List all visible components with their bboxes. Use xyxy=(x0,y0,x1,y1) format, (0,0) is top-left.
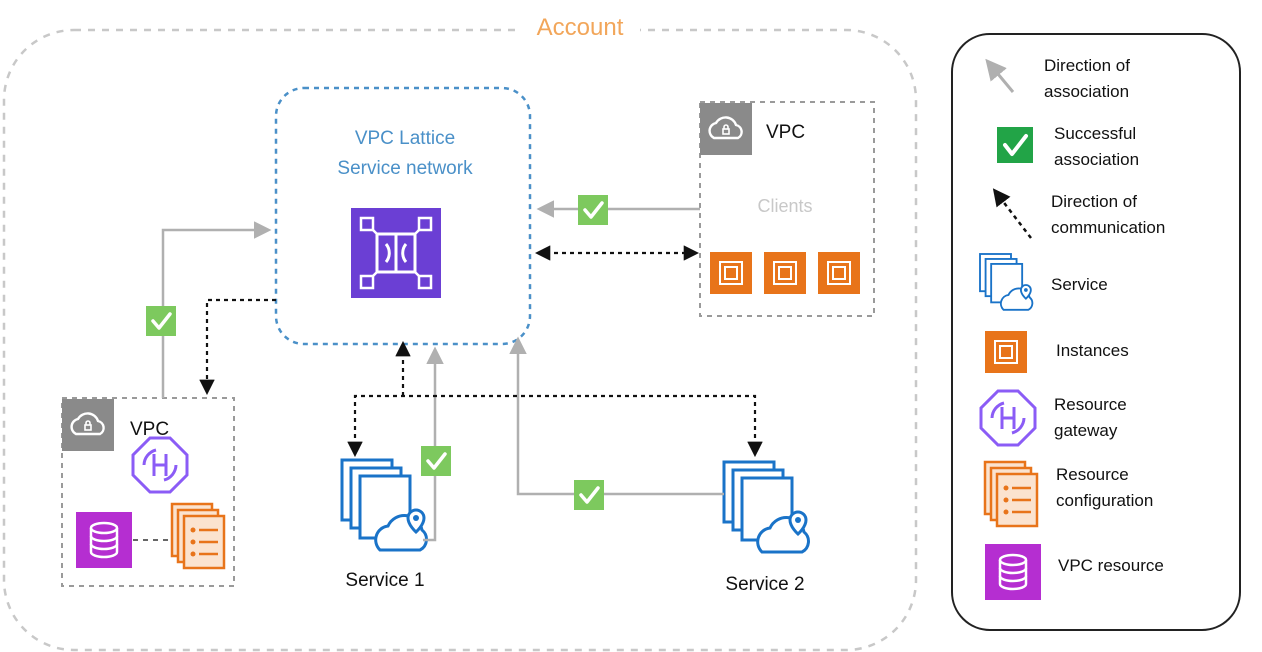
association-arrow-service-1 xyxy=(423,346,444,542)
legend-item-service: Service xyxy=(1051,275,1108,294)
service-network-title-line1: VPC Lattice xyxy=(354,128,456,149)
service-1-label: Service 1 xyxy=(345,570,425,591)
legend-item-resource-configuration: Resource configuration xyxy=(1056,465,1154,510)
legend-item-successful-association: Successful association xyxy=(1054,124,1140,169)
instances-icon xyxy=(984,330,1028,374)
service-1-icon xyxy=(340,458,428,552)
vpc-cloud-icon xyxy=(60,397,116,453)
service-2-label: Service 2 xyxy=(725,574,805,595)
communication-arrow-resource-vpc xyxy=(199,298,276,396)
legend-item-direction-of-communication: Direction of communication xyxy=(1051,192,1166,237)
account-boundary xyxy=(2,28,918,652)
legend-item-direction-of-association: Direction of association xyxy=(1044,56,1130,101)
vpc-resource-label: VPC xyxy=(130,419,170,440)
resource-configuration-icon xyxy=(983,460,1039,528)
green-check-icon xyxy=(997,127,1033,163)
clients-label: Clients xyxy=(757,196,813,216)
resource-gateway-icon xyxy=(131,436,189,494)
resource-configuration-icon xyxy=(170,502,226,570)
success-check-icon xyxy=(572,478,606,512)
vpc-clients-label: VPC xyxy=(766,122,806,143)
legend-item-resource-gateway: Resource gateway xyxy=(1054,395,1127,440)
gray-arrow-icon xyxy=(985,58,1015,93)
lattice-service-network-icon xyxy=(351,208,441,298)
association-arrow-service-2 xyxy=(509,336,724,496)
communication-arrow-services-branch xyxy=(347,394,763,458)
instance-icon xyxy=(763,251,807,295)
service-2-icon xyxy=(722,460,810,554)
dashed-arrow-icon xyxy=(992,188,1032,239)
service-network-title: VPC Lattice Service network xyxy=(300,124,510,184)
success-check-icon xyxy=(576,193,610,227)
instance-icon xyxy=(817,251,861,295)
account-title: Account xyxy=(520,14,640,42)
legend-item-vpc-resource: VPC resource xyxy=(1058,556,1164,575)
association-arrow-resource-vpc xyxy=(161,221,272,398)
vpc-cloud-icon xyxy=(698,101,754,157)
vpc-resource-icon xyxy=(74,510,134,570)
service-network-title-line2: Service network xyxy=(337,158,473,179)
success-check-icon xyxy=(419,444,453,478)
vpc-resource-icon xyxy=(983,542,1043,602)
resource-gateway-icon xyxy=(979,389,1037,447)
success-check-icon xyxy=(144,304,178,338)
legend-item-instances: Instances xyxy=(1056,341,1129,360)
instance-icon xyxy=(709,251,753,295)
